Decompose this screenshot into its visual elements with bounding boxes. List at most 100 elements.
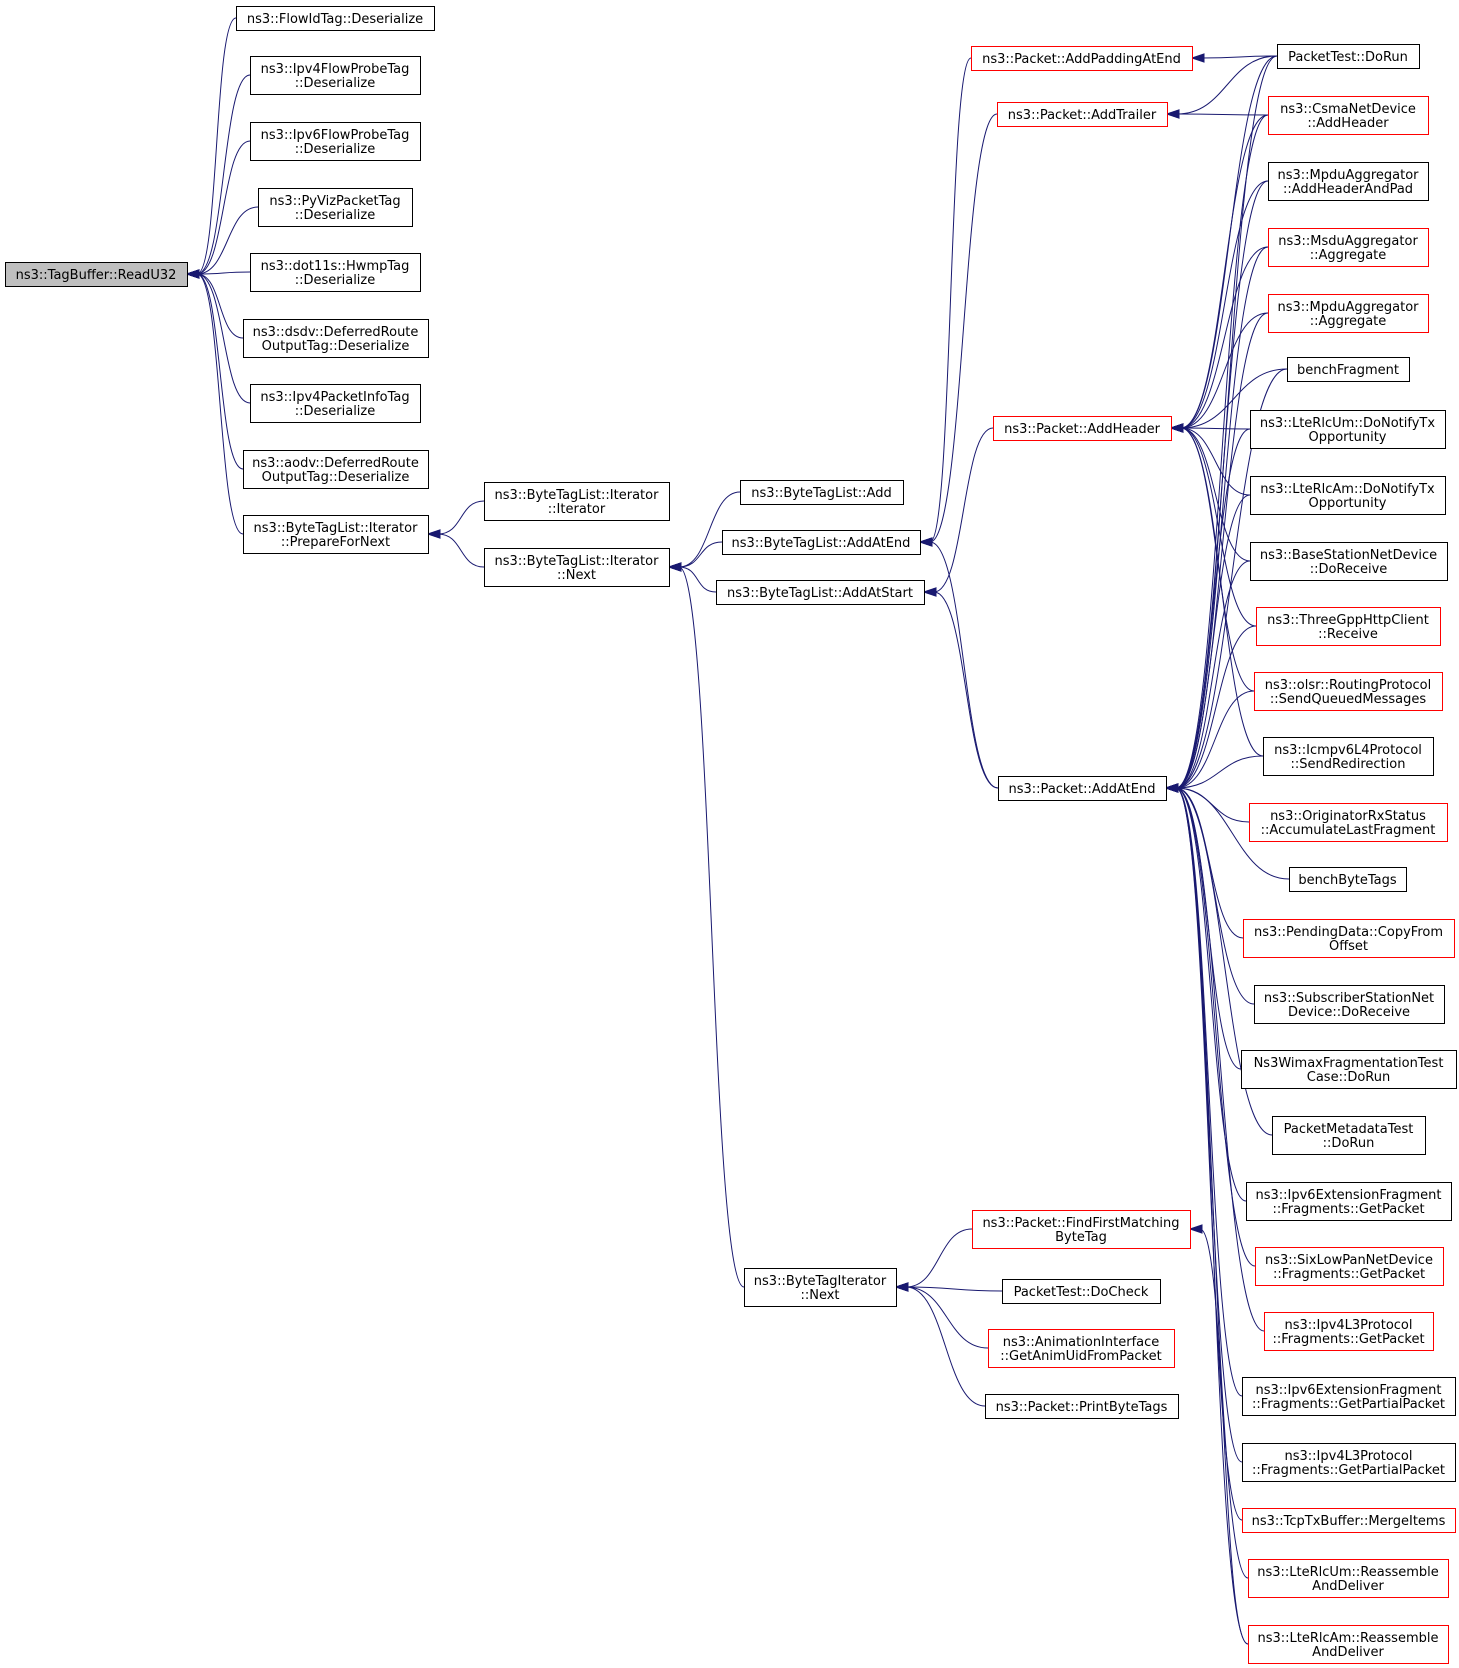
function-node-btl_addatend[interactable]: ns3::ByteTagList::AddAtEnd [722,530,921,555]
function-node-btl_prepare[interactable]: ns3::ByteTagList::Iterator::PrepareForNe… [243,515,429,554]
node-label: Offset [1329,939,1368,954]
node-label: ::Deserialize [295,273,376,288]
node-label: ns3::Ipv4L3Protocol [1285,1318,1413,1333]
node-box [740,480,904,505]
node-box [744,1268,897,1307]
node-box [243,319,429,358]
node-label: ::Next [800,1288,839,1303]
function-node-flowid_deser[interactable]: ns3::FlowIdTag::Deserialize [236,6,435,31]
node-box [1002,1279,1161,1304]
function-node-sixlowpan_getpacket[interactable]: ns3::SixLowPanNetDevice::Fragments::GetP… [1255,1247,1444,1286]
call-edge [185,74,251,279]
function-node-threegpp_receive[interactable]: ns3::ThreeGppHttpClient::Receive [1256,607,1441,646]
function-node-orig_accumulate[interactable]: ns3::OriginatorRxStatus::AccumulateLastF… [1249,803,1448,842]
node-label: PacketTest::DoRun [1288,50,1408,65]
node-label: ns3::Packet::AddTrailer [1008,108,1157,123]
call-edge [1169,423,1264,757]
function-node-readu32[interactable]: ns3::TagBuffer::ReadU32 [5,262,188,287]
call-edge [185,206,259,279]
function-node-pkt_addtrailer[interactable]: ns3::Packet::AddTrailer [997,102,1168,127]
node-box [250,122,421,161]
function-node-ipv4pktinfo_deser[interactable]: ns3::Ipv4PacketInfoTag::Deserialize [250,384,421,423]
node-box [971,46,1193,71]
function-node-olsr_sendqueued[interactable]: ns3::olsr::RoutingProtocol::SendQueuedMe… [1254,672,1443,711]
function-node-dsdv_deser[interactable]: ns3::dsdv::DeferredRouteOutputTag::Deser… [243,319,429,358]
function-node-pkt_addheader[interactable]: ns3::Packet::AddHeader [993,416,1172,441]
function-node-ipv6ext_getpacket[interactable]: ns3::Ipv6ExtensionFragment::Fragments::G… [1246,1182,1452,1221]
node-label: ::SendRedirection [1291,757,1406,772]
function-node-msdu_aggregate[interactable]: ns3::MsduAggregator::Aggregate [1268,228,1429,267]
function-node-benchfragment[interactable]: benchFragment [1287,357,1410,382]
call-edge [918,57,972,547]
node-label: ns3::LteRlcAm::Reassemble [1258,1631,1439,1646]
node-box [1254,672,1443,711]
node-label: ::Aggregate [1310,314,1387,329]
function-node-pkt_addatend[interactable]: ns3::Packet::AddAtEnd [998,776,1167,801]
function-node-hwmp_deser[interactable]: ns3::dot11s::HwmpTag::Deserialize [250,253,421,292]
node-label: ns3::PendingData::CopyFrom [1254,925,1443,940]
function-node-ssnd_doreceive[interactable]: ns3::SubscriberStationNetDevice::DoRecei… [1254,985,1445,1024]
function-node-icmpv6_sendredirect[interactable]: ns3::Icmpv6L4Protocol::SendRedirection [1263,737,1434,776]
function-node-aodv_deser[interactable]: ns3::aodv::DeferredRouteOutputTag::Deser… [243,450,429,489]
call-edge [1169,246,1269,433]
node-label: ns3::dsdv::DeferredRoute [253,325,419,340]
function-node-ipv4flowprobe_deser[interactable]: ns3::Ipv4FlowProbeTag::Deserialize [250,56,421,95]
node-label: ns3::LteRlcUm::DoNotifyTx [1260,416,1435,431]
function-node-pkt_printbytetags[interactable]: ns3::Packet::PrintByteTags [985,1394,1179,1419]
function-node-pyviz_deser[interactable]: ns3::PyVizPacketTag::Deserialize [258,188,413,227]
call-edge [426,529,485,568]
node-box [1264,1312,1434,1351]
node-box [1272,1116,1426,1155]
node-label: ::AddHeader [1307,116,1389,131]
node-label: ::Receive [1318,627,1378,642]
node-box [993,416,1172,441]
node-label: ns3::ThreeGppHttpClient [1267,613,1429,628]
function-node-mpdu_addheaderpad[interactable]: ns3::MpduAggregator::AddHeaderAndPad [1268,162,1429,201]
function-node-ipv4l3_getpartial[interactable]: ns3::Ipv4L3Protocol::Fragments::GetParti… [1242,1443,1456,1482]
call-edge [1164,783,1244,939]
function-node-pkttest_docheck[interactable]: PacketTest::DoCheck [1002,1279,1161,1304]
node-box [998,776,1167,801]
function-node-btl_add[interactable]: ns3::ByteTagList::Add [740,480,904,505]
node-label: ns3::Ipv4PacketInfoTag [260,390,409,405]
call-edge [1164,783,1243,1397]
function-node-ipv6ext_getpartial[interactable]: ns3::Ipv6ExtensionFragment::Fragments::G… [1242,1377,1456,1416]
function-node-btl_iter_ctor[interactable]: ns3::ByteTagList::Iterator::Iterator [484,482,670,521]
function-node-btl_addatstart[interactable]: ns3::ByteTagList::AddAtStart [716,580,925,605]
function-node-anim_getuid[interactable]: ns3::AnimationInterface::GetAnimUidFromP… [988,1329,1175,1368]
function-node-pkt_addpadding[interactable]: ns3::Packet::AddPaddingAtEnd [971,46,1193,71]
function-node-ipv4l3_getpacket[interactable]: ns3::Ipv4L3Protocol::Fragments::GetPacke… [1264,1312,1434,1351]
function-node-pkttest_dorun[interactable]: PacketTest::DoRun [1277,44,1420,69]
function-node-mpdu_aggregate[interactable]: ns3::MpduAggregator::Aggregate [1268,294,1429,333]
node-box [1248,1559,1449,1598]
function-node-benchbytetags[interactable]: benchByteTags [1289,867,1407,892]
node-box [1242,1377,1456,1416]
node-box [1248,1625,1449,1664]
node-label: ::AddHeaderAndPad [1283,182,1413,197]
function-node-btl_iter_next[interactable]: ns3::ByteTagList::Iterator::Next [484,548,670,587]
node-box [1289,867,1407,892]
function-node-pktmeta_dorun[interactable]: PacketMetadataTest::DoRun [1272,1116,1426,1155]
function-node-bsnd_doreceive[interactable]: ns3::BaseStationNetDevice::DoReceive [1250,542,1448,581]
function-node-ipv6flowprobe_deser[interactable]: ns3::Ipv6FlowProbeTag::Deserialize [250,122,421,161]
node-label: ns3::ByteTagList::Iterator [495,554,660,569]
node-box [997,102,1168,127]
call-edge [1164,783,1249,1645]
function-node-csma_addheader[interactable]: ns3::CsmaNetDevice::AddHeader [1268,96,1429,135]
node-box [1241,1050,1457,1089]
call-edge [922,587,999,789]
node-label: ns3::PyVizPacketTag [269,194,400,209]
function-node-tcptx_mergeitems[interactable]: ns3::TcpTxBuffer::MergeItems [1242,1508,1456,1533]
node-box [1242,1508,1456,1533]
node-label: ns3::Icmpv6L4Protocol [1274,743,1422,758]
node-label: ByteTag [1055,1230,1107,1245]
function-node-bti_next[interactable]: ns3::ByteTagIterator::Next [744,1268,897,1307]
